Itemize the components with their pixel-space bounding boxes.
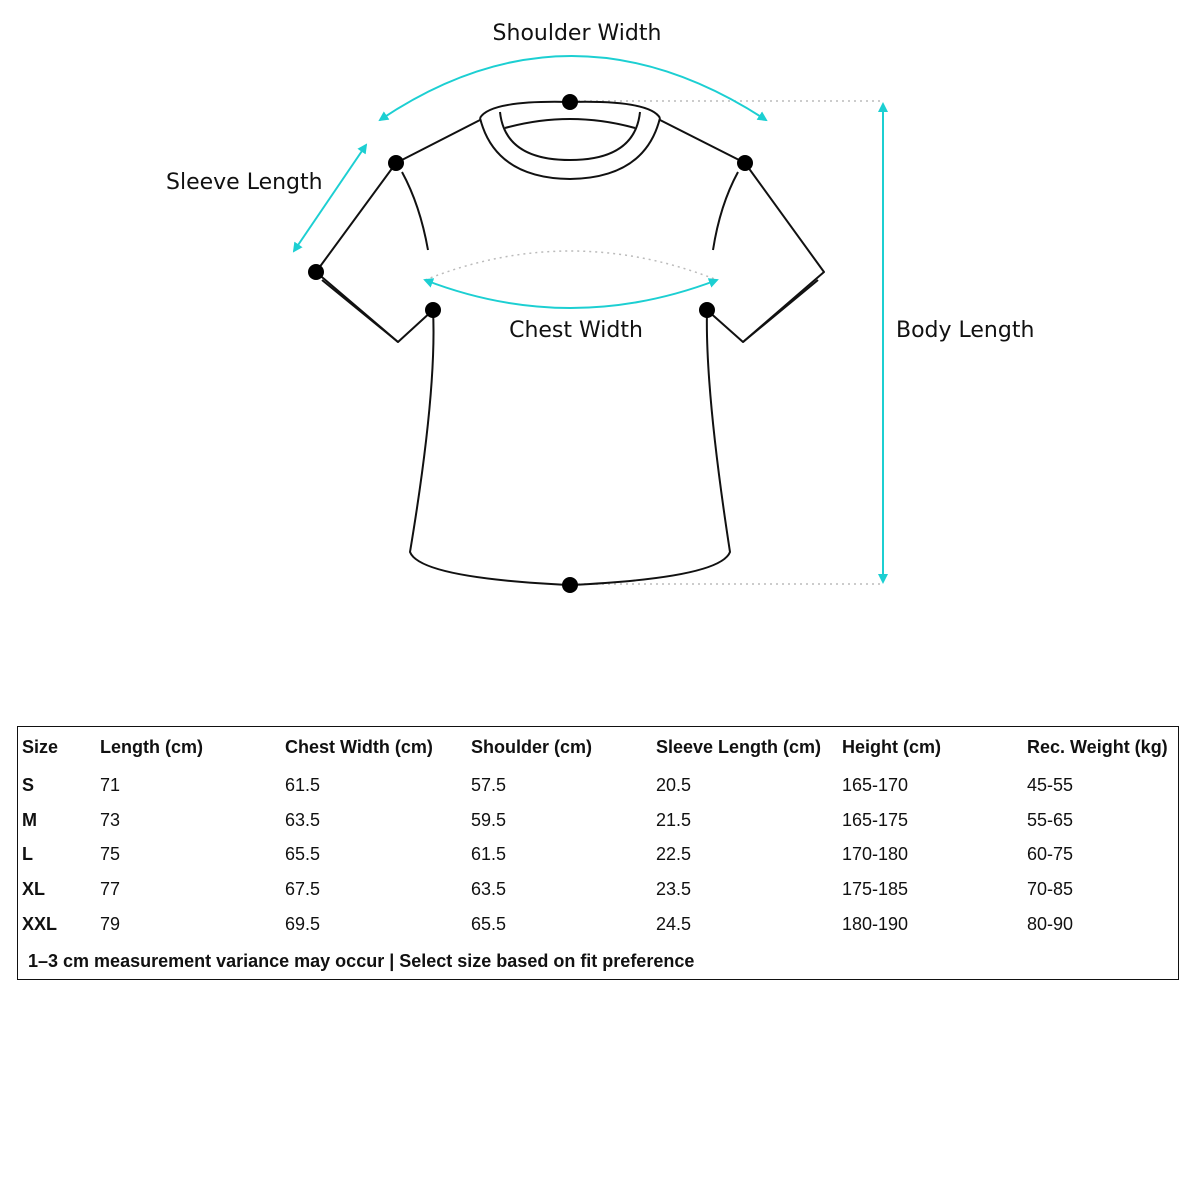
table-cell: 180-190 [842, 913, 909, 934]
table-cell: 63.5 [285, 809, 321, 830]
header-cell: Sleeve Length (cm) [656, 737, 822, 757]
table-cell: 80-90 [1027, 913, 1074, 934]
header-cell: Shoulder (cm) [471, 737, 593, 757]
table-cell: 71 [100, 775, 121, 795]
header-cell: Height (cm) [842, 737, 941, 757]
size-cell: XXL [22, 913, 58, 934]
header-cell: Length (cm) [100, 737, 203, 757]
table-cell: 24.5 [656, 913, 692, 934]
body-length-label: Body Length [896, 318, 1034, 343]
table-row: XXL 79 69.5 65.5 24.5 180-190 80-90 [18, 914, 1178, 938]
table-cell: 75 [100, 844, 121, 865]
table-cell: 59.5 [471, 809, 507, 830]
size-cell: L [22, 844, 33, 865]
table-cell: 20.5 [656, 775, 692, 795]
table-row: L 75 65.5 61.5 22.5 170-180 60-75 [18, 844, 1178, 868]
table-cell: 55-65 [1027, 809, 1074, 830]
chest-width-label: Chest Width [509, 318, 643, 343]
table-cell: 65.5 [471, 913, 507, 934]
chest-width-arrow [423, 278, 719, 309]
table-cell: 21.5 [656, 809, 692, 830]
table-cell: 165-175 [842, 809, 909, 830]
measurement-arrows [292, 55, 888, 584]
header-cell: Size [22, 737, 59, 757]
table-cell: 67.5 [285, 879, 321, 900]
table-cell: 22.5 [656, 844, 692, 865]
table-cell: 73 [100, 809, 121, 830]
table-row: M 73 63.5 59.5 21.5 165-175 55-65 [18, 810, 1178, 834]
table-row: S 71 61.5 57.5 20.5 165-170 45-55 [18, 775, 1178, 799]
table-cell: 170-180 [842, 844, 909, 865]
table-note: 1–3 cm measurement variance may occur | … [28, 951, 695, 971]
table-header-row: Size Length (cm) Chest Width (cm) Should… [18, 737, 1178, 761]
table-cell: 61.5 [471, 844, 507, 865]
header-cell: Rec. Weight (kg) [1027, 737, 1168, 757]
sleeve-length-label: Sleeve Length [166, 170, 323, 195]
header-cell: Chest Width (cm) [285, 737, 433, 757]
table-cell: 79 [100, 913, 121, 934]
table-row: XL 77 67.5 63.5 23.5 175-185 70-85 [18, 879, 1178, 903]
table-cell: 70-85 [1027, 879, 1074, 900]
guide-lines [424, 100, 883, 585]
table-cell: 175-185 [842, 879, 909, 900]
table-cell: 23.5 [656, 879, 692, 900]
table-cell: 45-55 [1027, 775, 1074, 795]
table-cell: 77 [100, 879, 121, 900]
shoulder-width-label: Shoulder Width [493, 21, 662, 46]
table-cell: 165-170 [842, 775, 909, 795]
table-cell: 63.5 [471, 879, 507, 900]
table-cell: 60-75 [1027, 844, 1074, 865]
size-cell: S [22, 775, 35, 795]
shoulder-width-arrow [378, 55, 768, 122]
sleeve-length-arrow [292, 143, 368, 253]
size-chart-table: Size Length (cm) Chest Width (cm) Should… [17, 726, 1179, 980]
tshirt-measurement-diagram: Shoulder Width Sleeve Length Chest Width… [166, 21, 1034, 593]
table-cell: 61.5 [285, 775, 321, 795]
table-cell: 57.5 [471, 775, 507, 795]
table-cell: 65.5 [285, 844, 321, 865]
size-cell: M [22, 809, 37, 830]
measurement-points [308, 94, 753, 593]
size-cell: XL [22, 879, 46, 900]
table-cell: 69.5 [285, 913, 321, 934]
tshirt-outline [315, 100, 825, 586]
